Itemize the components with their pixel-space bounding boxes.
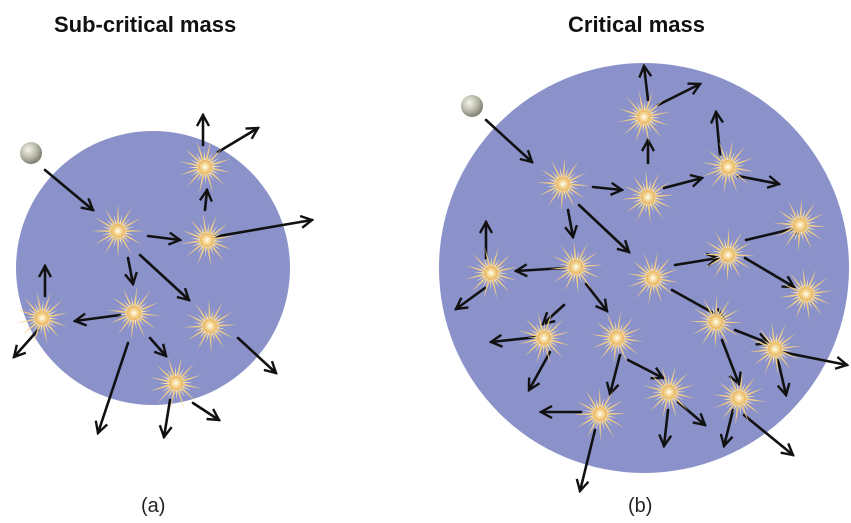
- fission-burst-icon: [617, 90, 671, 144]
- neutron-arrow: [43, 168, 93, 210]
- fission-burst-icon: [15, 291, 69, 345]
- fission-burst-icon: [590, 311, 644, 365]
- fission-burst-icon: [464, 246, 518, 300]
- neutron-arrow: [733, 328, 768, 343]
- neutron-arrow: [128, 256, 133, 284]
- neutron-arrow: [14, 328, 40, 357]
- fission-burst-icon: [712, 371, 766, 425]
- fission-burst-icon: [773, 198, 827, 252]
- panel-b-caption: (b): [628, 495, 653, 517]
- neutron-arrow: [716, 112, 720, 157]
- fission-burst-icon: [573, 387, 627, 441]
- fission-burst-icon: [701, 140, 755, 194]
- fission-burst-icon: [779, 267, 833, 321]
- neutron-arrow: [146, 236, 180, 240]
- panel-a-caption: (a): [141, 495, 166, 517]
- neutron-arrow: [456, 286, 487, 309]
- fission-burst-icon: [701, 228, 755, 282]
- neutron-arrow: [676, 400, 705, 425]
- neutron-arrow: [236, 336, 276, 373]
- neutron-arrow: [742, 413, 793, 455]
- fission-burst-icon: [642, 365, 696, 419]
- neutron-arrow: [75, 315, 122, 321]
- neutron-arrow: [626, 358, 663, 378]
- neutron-arrow: [736, 174, 779, 184]
- neutron-arrow: [577, 203, 629, 252]
- neutron-arrow: [580, 428, 597, 491]
- neutron-arrow: [211, 220, 312, 239]
- fission-burst-icon: [91, 204, 145, 258]
- panel-a-title: Sub-critical mass: [54, 12, 237, 37]
- fission-burst-icon: [536, 157, 590, 211]
- fission-burst-icon: [149, 356, 203, 410]
- fission-burst-icon: [689, 295, 743, 349]
- fission-burst-icon: [748, 322, 802, 376]
- neutron-arrow: [743, 256, 794, 289]
- neutron-arrow: [484, 118, 532, 162]
- fission-burst-icon: [183, 299, 237, 353]
- neutron-icon: [20, 142, 42, 164]
- neutron-arrow: [720, 338, 739, 384]
- fission-burst-icon: [178, 140, 232, 194]
- neutron-arrow: [584, 282, 607, 311]
- fission-burst-icon: [517, 311, 571, 365]
- neutron-arrow: [724, 408, 735, 446]
- neutron-arrow: [191, 401, 219, 420]
- fission-burst-icon: [626, 251, 680, 305]
- neutron-arrow: [591, 187, 622, 190]
- fission-bursts: [15, 90, 833, 441]
- fission-burst-icon: [107, 286, 161, 340]
- neutron-arrow: [568, 208, 573, 237]
- neutron-arrow: [673, 258, 718, 265]
- neutron-arrow: [527, 350, 552, 390]
- neutron-arrow: [664, 408, 668, 446]
- neutron-arrow: [543, 303, 566, 324]
- fission-burst-icon: [621, 170, 675, 224]
- neutron-icon: [461, 95, 483, 117]
- neutron-arrow: [656, 84, 700, 107]
- neutron-arrow: [610, 353, 622, 394]
- neutron-arrow: [164, 398, 170, 437]
- neutron-arrow: [662, 178, 702, 190]
- critical-mass-sphere: [439, 63, 849, 473]
- neutron-arrow: [138, 253, 189, 300]
- neutron-arrow: [98, 341, 130, 433]
- fission-burst-icon: [549, 240, 603, 294]
- neutron-arrow: [644, 66, 648, 102]
- neutron-arrow: [491, 337, 539, 342]
- neutron-arrow: [776, 358, 786, 395]
- neutron-arrow: [205, 190, 207, 212]
- neutron-arrow: [148, 336, 166, 356]
- neutron-arrow: [216, 126, 258, 154]
- panel-b-title: Critical mass: [568, 12, 705, 37]
- neutron-arrow: [780, 350, 847, 365]
- fission-burst-icon: [180, 213, 234, 267]
